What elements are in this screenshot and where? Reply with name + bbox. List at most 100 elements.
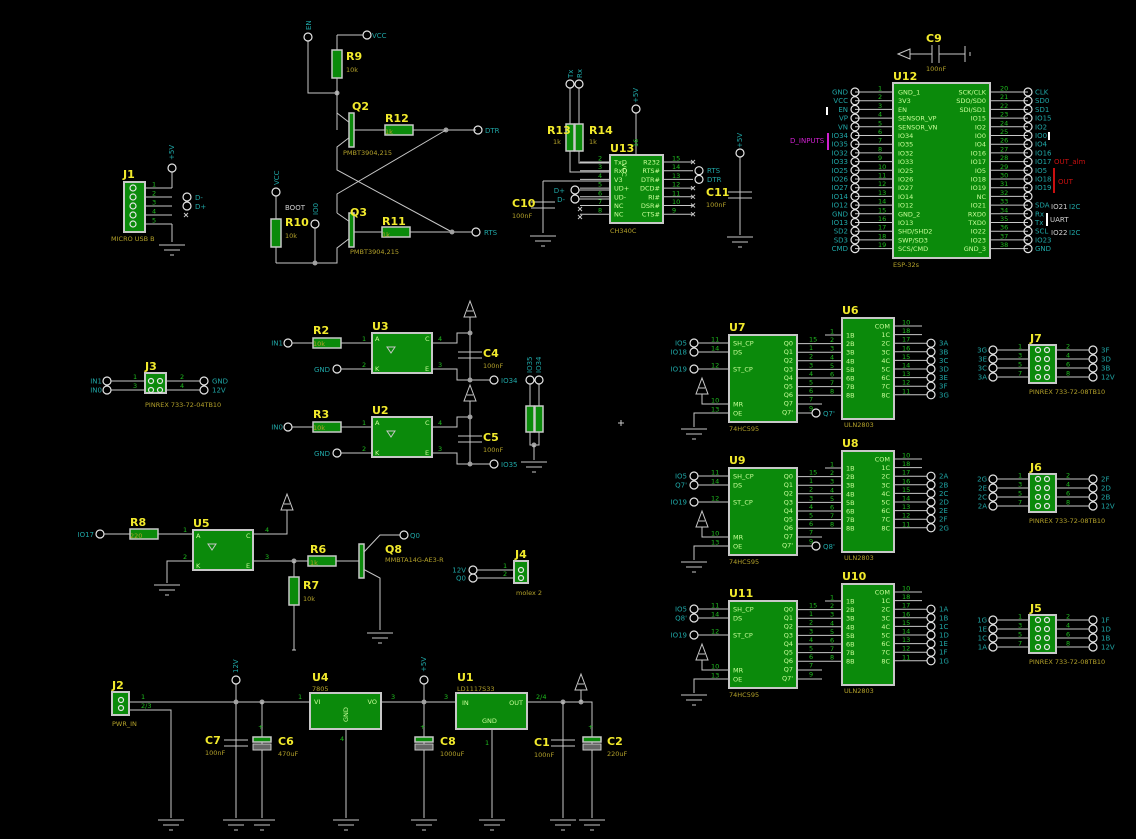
pin-number: 2 — [830, 469, 834, 477]
refdes-U7: U7 — [729, 321, 746, 334]
pin-name: GND_3 — [964, 245, 986, 253]
pin-number: 2 — [830, 602, 834, 610]
refdes-U1: U1 — [457, 671, 474, 684]
darlington-array-U6 — [841, 317, 895, 420]
refdes-J7: J7 — [1029, 332, 1042, 345]
net-label: DTR — [707, 176, 722, 184]
pin-number: 5 — [1018, 631, 1022, 639]
net-label: 1A — [978, 644, 987, 652]
pin-terminal — [850, 139, 860, 149]
pin-terminal — [1023, 104, 1033, 115]
optocoupler-U2 — [371, 416, 433, 458]
pin-hole — [156, 386, 164, 394]
pin-name: 2C — [881, 340, 890, 348]
refdes-U12: U12 — [893, 70, 917, 83]
output-terminal — [926, 488, 936, 498]
net-label: 2G — [939, 524, 949, 532]
pin-hole — [129, 184, 137, 192]
power-arrow-icon — [695, 376, 709, 395]
pin-name: OE — [733, 410, 742, 418]
pin-name: 1B — [846, 598, 855, 606]
net-label: VCC — [273, 170, 281, 185]
pin-number: 38 — [1000, 241, 1008, 249]
wire — [527, 701, 593, 818]
dminus-terminal — [182, 192, 192, 202]
pin-number: 9 — [809, 537, 813, 545]
pin-terminal — [850, 104, 860, 115]
pin-hole — [1043, 475, 1051, 483]
net-label: 1G — [977, 617, 987, 625]
pin-name: DS — [733, 615, 742, 623]
value-J5: PINREX 733-72-08TB10 — [1029, 658, 1105, 666]
output-terminal — [926, 656, 936, 666]
pin-name: Q6 — [784, 657, 793, 665]
q0-terminal — [399, 530, 409, 540]
output-terminal — [489, 375, 499, 385]
ch340c-chip — [609, 154, 664, 224]
pin-number: 1 — [503, 562, 507, 570]
pin-terminal — [1023, 130, 1033, 141]
pin-number: 11 — [902, 387, 910, 395]
pin-name: Q7 — [784, 400, 793, 408]
io17-terminal — [95, 529, 105, 539]
net-label: IN0 — [271, 424, 283, 432]
pin-hole — [1034, 346, 1042, 354]
pin-number: 5 — [152, 217, 156, 225]
net-label: 12V — [1101, 644, 1115, 652]
net-label: 2A — [978, 503, 987, 511]
net-label: 1F — [939, 649, 947, 657]
pin-name: 3C — [881, 481, 890, 489]
annotation-io21: IO21 — [1051, 203, 1067, 211]
pin-number: 29 — [1000, 163, 1008, 171]
net-label: SD3 — [834, 236, 848, 244]
pin-number: 34 — [1000, 206, 1008, 214]
pin-terminal — [850, 209, 860, 219]
net-label: GND — [832, 210, 848, 218]
net-label: 2B — [1101, 494, 1110, 502]
refdes-R10: R10 — [285, 216, 309, 229]
output-terminal — [926, 390, 936, 400]
pin-terminal — [1023, 174, 1033, 184]
output-terminal — [926, 506, 936, 516]
value-U10: ULN2803 — [844, 687, 874, 695]
annotation-uart: UART — [1050, 216, 1069, 224]
pin-number: 3 — [391, 693, 395, 701]
pin-number: 12 — [902, 512, 910, 520]
pin-hole — [1034, 364, 1042, 372]
annotation-out-alm: OUT_alm — [1054, 158, 1086, 166]
net-label: 1B — [939, 614, 948, 622]
net-label: VCC — [833, 97, 848, 105]
pin-number: 5 — [809, 512, 813, 520]
output-terminal — [926, 497, 936, 507]
net-label: D+ — [554, 187, 565, 195]
pin-hole — [1043, 625, 1051, 633]
pin-name: 3B — [846, 349, 855, 357]
pin-name: Q1 — [784, 614, 793, 622]
pin-name: C — [246, 532, 251, 540]
pin-number: 2/4 — [536, 693, 546, 701]
pin-number: 3 — [438, 361, 442, 369]
pin-terminal — [102, 376, 112, 386]
pin-number: 3 — [1018, 481, 1022, 489]
pin-terminal — [1023, 235, 1033, 245]
net-label: 3A — [939, 340, 948, 348]
net-label: 3E — [978, 356, 987, 364]
net-label: 3G — [977, 347, 987, 355]
pin-name: Q7 — [784, 533, 793, 541]
pin-number: 30 — [1000, 172, 1008, 180]
value-C9: 100nF — [926, 65, 947, 73]
value-C10: 100nF — [512, 212, 533, 220]
pin-number: 2 — [830, 336, 834, 344]
net-label: 2B — [939, 481, 948, 489]
pin-terminal — [1023, 113, 1033, 123]
refdes-U2: U2 — [372, 404, 389, 417]
net-label: IO34 — [501, 377, 518, 385]
refdes-U8: U8 — [842, 437, 859, 450]
pin-number: 13 — [902, 370, 910, 378]
output-terminal — [926, 347, 936, 357]
pin-name: EN — [898, 106, 907, 114]
value-C2: 220uF — [607, 750, 628, 758]
wire — [569, 88, 610, 173]
pin-number: 14 — [711, 345, 719, 353]
pin-number: 1 — [152, 181, 156, 189]
